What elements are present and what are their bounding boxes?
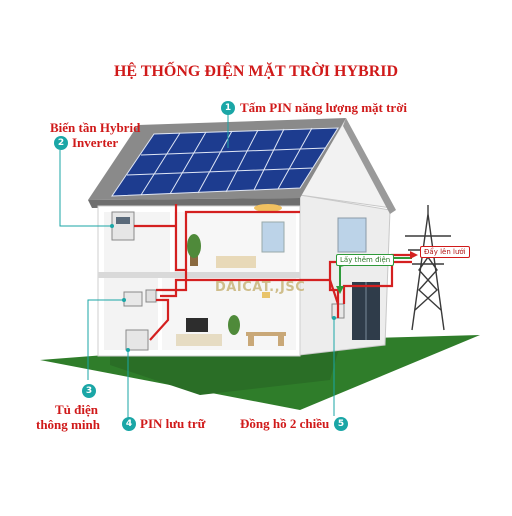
label-inverter-line2: Inverter — [72, 135, 119, 150]
plant-pot — [190, 256, 198, 266]
inverter-unit — [111, 211, 135, 241]
leader-lines — [59, 108, 335, 418]
lead-dot-battery — [126, 348, 130, 352]
smart-cabinet — [123, 291, 143, 307]
sofa-downstairs — [176, 334, 222, 346]
arrow-draw-head — [336, 286, 344, 294]
pendant-lamp — [262, 292, 270, 298]
chair-2 — [278, 336, 284, 346]
plant-upstairs — [187, 234, 201, 258]
badge-1: 1 — [221, 101, 235, 115]
label-solar-panel: Tấm PIN năng lượng mặt trời — [240, 100, 408, 115]
tag-draw-from-grid: Lấy thêm điện — [336, 254, 395, 266]
lead-dot-cabinet — [122, 298, 126, 302]
watermark: DAICAT.,JSC — [215, 280, 306, 295]
label-meter: Đồng hồ 2 chiều — [240, 416, 330, 431]
badge-4: 4 — [122, 417, 136, 431]
lead-dot-inverter — [110, 224, 114, 228]
label-inverter-line1: Biến tần Hybrid — [50, 120, 141, 135]
plant-downstairs — [228, 315, 240, 335]
chair-1 — [248, 336, 254, 346]
window-side-upper — [337, 217, 367, 253]
badge-3: 3 — [82, 384, 96, 398]
arrow-push-head — [410, 251, 418, 259]
label-battery: PIN lưu trữ — [140, 416, 206, 431]
roof-eave-right — [343, 118, 396, 214]
label-cabinet-line2: thông minh — [36, 417, 100, 432]
tv — [186, 318, 208, 332]
label-cabinet-line1: Tủ điện — [55, 402, 98, 417]
ceiling-lamp — [254, 204, 282, 212]
floor-slab — [98, 272, 300, 278]
breaker-box — [145, 289, 157, 303]
badge-5: 5 — [334, 417, 348, 431]
window-upper — [261, 221, 285, 253]
badge-2: 2 — [54, 136, 68, 150]
tag-push-to-grid: Đẩy lên lưới — [420, 246, 470, 258]
inverter-screen — [116, 217, 130, 224]
lead-dot-meter — [332, 316, 336, 320]
sofa-upstairs — [216, 256, 256, 268]
diagram-title: HỆ THỐNG ĐIỆN MẶT TRỜI HYBRID — [113, 63, 399, 80]
solar-panel-array — [111, 127, 339, 197]
transmission-tower — [405, 205, 451, 331]
dining-table — [246, 332, 286, 336]
battery-unit — [125, 329, 149, 351]
